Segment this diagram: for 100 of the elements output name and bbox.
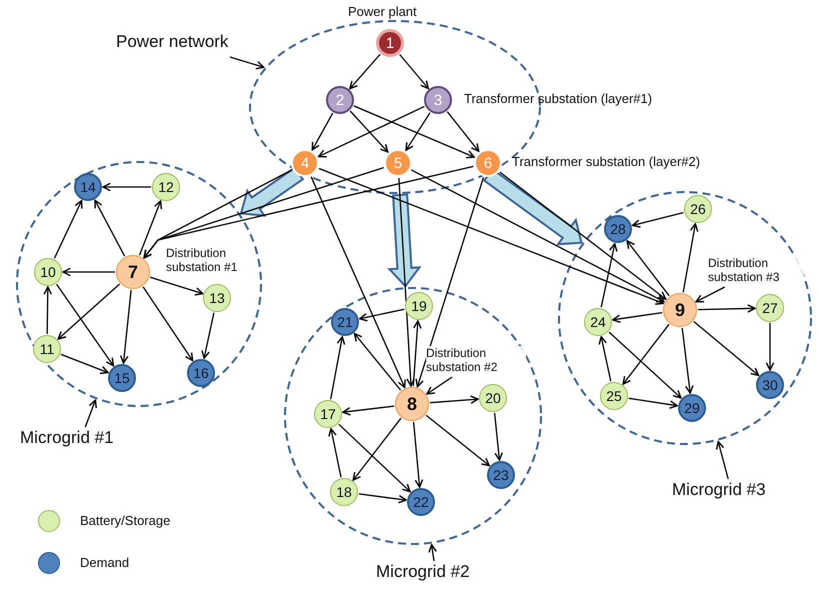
arrow — [56, 284, 114, 366]
network-region — [16, 158, 262, 410]
arrow — [626, 240, 670, 296]
node-number: 20 — [485, 390, 501, 406]
node-number: 25 — [606, 388, 622, 404]
grid-node — [479, 384, 507, 412]
arrow — [354, 332, 402, 391]
node-number: 26 — [690, 201, 706, 217]
arrow — [358, 493, 407, 504]
arrow — [411, 169, 665, 302]
node-number: 15 — [114, 370, 130, 386]
node-number: 16 — [193, 365, 209, 381]
arrow — [622, 324, 670, 385]
grid-node — [34, 258, 62, 286]
region-label: Microgrid #1 — [20, 428, 140, 454]
arrow — [628, 398, 678, 409]
arrow — [60, 354, 109, 374]
arrow — [138, 200, 162, 256]
grid-node — [604, 215, 632, 243]
arrow — [342, 405, 394, 416]
node-number: 13 — [209, 290, 225, 306]
arrow — [632, 212, 684, 228]
arrow — [426, 414, 490, 466]
grid-node — [291, 149, 319, 177]
arrow — [352, 418, 402, 481]
leader-arrow — [426, 376, 453, 395]
leader-arrow — [716, 440, 729, 480]
grid-node — [684, 195, 712, 223]
leader-arrow — [695, 286, 726, 303]
arrow — [598, 336, 612, 382]
grid-node — [330, 478, 358, 506]
grid-node — [395, 387, 429, 421]
arrow — [612, 312, 662, 324]
grid-node — [203, 284, 231, 312]
arrow — [94, 200, 126, 256]
node-number: 22 — [413, 494, 429, 510]
node-number: 12 — [158, 179, 174, 195]
arrow — [142, 286, 194, 362]
grid-node — [678, 394, 706, 422]
node-number: 9 — [674, 300, 685, 320]
arrow — [358, 308, 404, 322]
arrow — [54, 200, 82, 259]
node-number: 27 — [762, 300, 778, 316]
arrow — [120, 290, 132, 364]
arrow — [318, 106, 425, 158]
arrow — [415, 177, 484, 388]
grid-node — [407, 488, 435, 516]
grid-node — [487, 461, 515, 489]
grid-node — [756, 294, 784, 322]
arrow — [500, 172, 666, 300]
arrow — [201, 312, 215, 360]
arrow — [350, 110, 389, 153]
grid-node — [152, 173, 180, 201]
arrow — [349, 54, 381, 90]
grid-node — [756, 371, 784, 399]
grid-node — [33, 335, 61, 363]
arrow — [310, 176, 406, 388]
grid-node — [584, 308, 612, 336]
arrow — [150, 276, 204, 296]
leader-arrow — [230, 56, 265, 70]
node-number: 3 — [434, 92, 442, 108]
arrow — [698, 304, 756, 313]
arrow — [399, 54, 430, 90]
arrow — [600, 242, 618, 308]
node-number: 19 — [411, 298, 427, 314]
grid-node — [108, 364, 136, 392]
node-number: 6 — [484, 154, 492, 172]
arrow — [330, 336, 346, 400]
arrow — [608, 332, 682, 399]
arrow — [338, 424, 411, 492]
node-caption: Power plant — [348, 4, 417, 19]
arrow — [57, 284, 120, 340]
grid-node — [326, 86, 354, 114]
leader-arrow — [84, 399, 97, 428]
node-number: 10 — [40, 264, 56, 280]
grid-node — [116, 255, 150, 289]
arrow — [682, 328, 694, 394]
arrow — [430, 395, 479, 404]
region-label: Microgrid #2 — [376, 562, 496, 588]
node-number: 1 — [386, 34, 394, 52]
grid-node — [74, 173, 102, 201]
arrow — [693, 321, 760, 376]
block-arrow — [240, 166, 304, 217]
arrow — [682, 223, 698, 292]
node-number: 18 — [336, 484, 352, 500]
grid-node — [331, 308, 359, 336]
node-number: 17 — [320, 406, 336, 422]
node-number: 2 — [336, 92, 344, 108]
arrow — [102, 182, 151, 192]
arrow — [405, 112, 431, 152]
grid-node — [405, 292, 433, 320]
node-caption: Transformer substation (layer#2) — [512, 154, 700, 169]
node-number: 7 — [128, 262, 138, 282]
grid-node — [187, 359, 215, 387]
leader-arrow — [428, 544, 437, 562]
arrow — [62, 268, 115, 276]
node-number: 30 — [762, 377, 778, 393]
legend-label: Demand — [80, 555, 130, 570]
grid-node — [600, 382, 628, 410]
region-label: Microgrid #3 — [672, 480, 792, 506]
